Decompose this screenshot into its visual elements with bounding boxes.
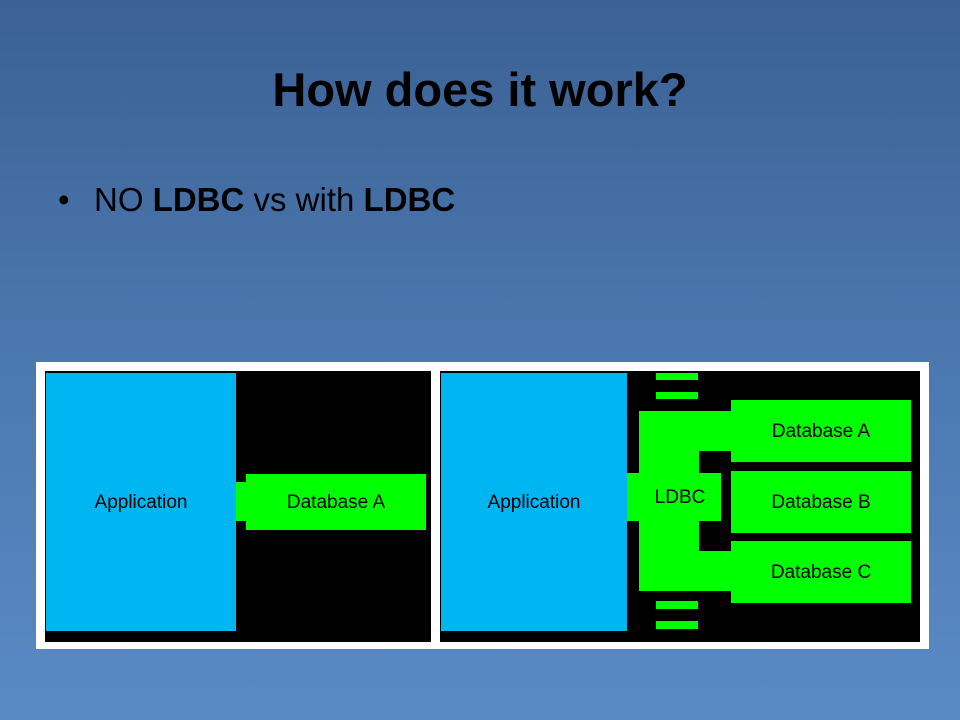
database-b-label: Database B: [771, 491, 871, 513]
bullet-text-vs: vs with: [244, 181, 364, 218]
application-label: Application: [487, 491, 581, 513]
bus-segment: [656, 601, 698, 609]
connector-c: [699, 551, 731, 591]
bullet-text-ldbc-1: LDBC: [152, 181, 245, 218]
database-a-box: Database A: [731, 400, 911, 462]
bus-segment: [656, 621, 698, 629]
bullet-marker: •: [58, 181, 70, 218]
database-a-label: Database A: [286, 491, 386, 513]
database-a-box: Database A: [246, 474, 426, 530]
connector-stub: [236, 482, 246, 521]
diagram-without-ldbc: Application Database A: [45, 371, 431, 642]
database-c-box: Database C: [731, 541, 911, 603]
ldbc-label: LDBC: [654, 486, 706, 508]
bullet-text-no: NO: [94, 181, 153, 218]
bullet-text-ldbc-2: LDBC: [363, 181, 456, 218]
application-box: Application: [46, 373, 236, 631]
application-label: Application: [94, 491, 188, 513]
database-b-box: Database B: [731, 471, 911, 533]
diagram-with-ldbc: Application LDBC Database A Database B D…: [440, 371, 920, 642]
connector-a: [699, 411, 731, 451]
database-a-label: Database A: [771, 420, 871, 442]
ldbc-stub: [627, 473, 639, 521]
bullet-item: • NO LDBC vs with LDBC: [58, 178, 455, 222]
ldbc-box: LDBC: [639, 473, 721, 521]
database-c-label: Database C: [770, 561, 872, 583]
application-box: Application: [441, 373, 627, 631]
slide-title: How does it work?: [272, 63, 688, 116]
bus-segment: [656, 392, 698, 399]
bus-segment: [656, 373, 698, 380]
diagram-frame: Application Database A Application LDBC …: [36, 362, 929, 649]
